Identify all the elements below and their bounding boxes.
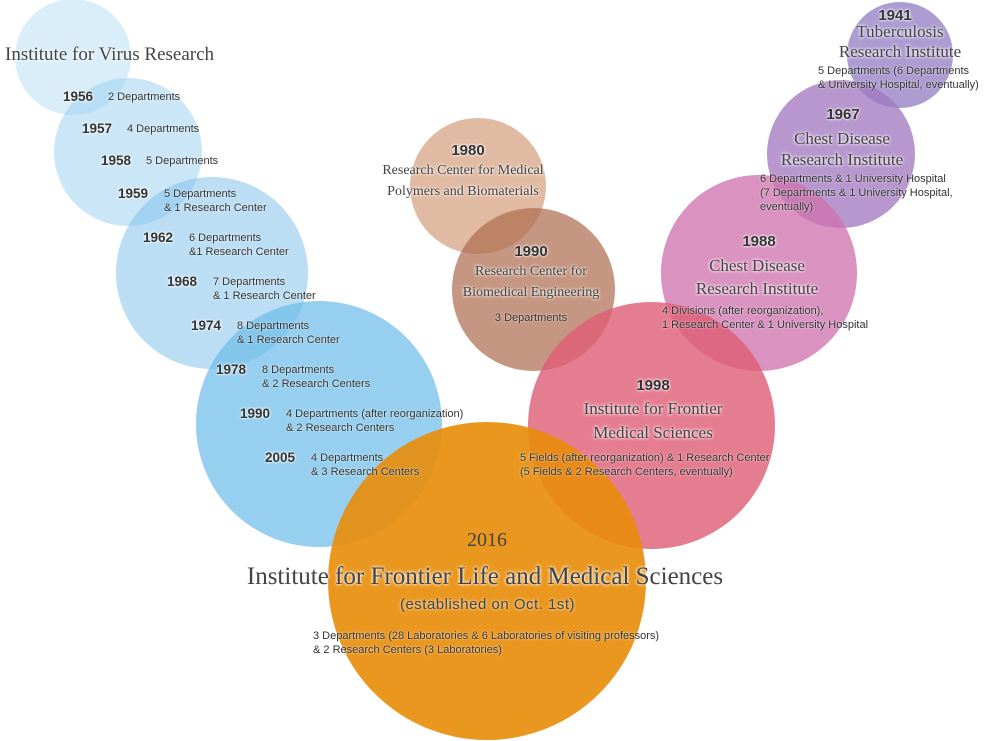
virus-desc: 4 Departments (127, 123, 200, 135)
polymer-year: 1980 (451, 142, 485, 159)
chest67-desc-line2: (7 Departments & 1 University Hospital, (760, 187, 953, 199)
chest88-desc-line1: 4 Divisions (after reorganization), (662, 305, 824, 317)
chest67-name-line1: Chest Disease (794, 129, 890, 148)
virus-year: 1958 (101, 153, 132, 168)
virus-desc: 5 Departments (146, 155, 219, 167)
frontier-desc-line1: 5 Fields (after reorganization) & 1 Rese… (520, 452, 770, 464)
virus-desc: &1 Research Center (189, 246, 289, 258)
virus-desc: 5 Departments (164, 188, 237, 200)
tb-name-line2: Research Institute (838, 42, 962, 61)
frontier-year: 1998 (636, 377, 670, 394)
virus-year: 1959 (118, 186, 149, 201)
chest67-desc-line3: eventually) (760, 201, 814, 213)
polymer-name-line1: Research Center for Medical (382, 163, 544, 178)
biomed-desc: 3 Departments (494, 312, 568, 324)
virus-desc: 8 Departments (237, 320, 310, 332)
tb-name-line1: Tuberculosis (856, 22, 944, 41)
virus-desc: 7 Departments (213, 276, 286, 288)
ifl-year: 2016 (467, 529, 507, 551)
polymer-name-line2: Polymers and Biomaterials (387, 184, 539, 199)
chest67-year: 1967 (826, 106, 860, 123)
virus-year: 1957 (82, 121, 113, 136)
ifl-title: Institute for Frontier Life and Medical … (246, 563, 724, 590)
virus-year: 1990 (240, 406, 271, 421)
tb-desc-line1: 5 Departments (6 Departments (818, 65, 970, 77)
virus-desc: 8 Departments (262, 364, 335, 376)
frontier-name-line2: Medical Sciences (593, 423, 713, 442)
ifl-desc-line2: & 2 Research Centers (3 Laboratories) (313, 644, 502, 656)
virus-year: 1956 (63, 89, 94, 104)
chest88-year: 1988 (742, 233, 776, 250)
virus-desc: 2 Departments (108, 91, 181, 103)
virus-year: 1978 (216, 362, 247, 377)
virus-desc: & 1 Research Center (237, 334, 340, 346)
virus-desc: & 2 Research Centers (286, 422, 395, 434)
virus-title: Institute for Virus Research (5, 44, 215, 65)
tb-desc-line2: & University Hospital, eventually) (818, 79, 979, 91)
ifl-established: (established on Oct. 1st) (399, 596, 576, 613)
biomed-year: 1990 (514, 243, 548, 260)
virus-desc: 6 Departments (189, 232, 262, 244)
chest88-name-line1: Chest Disease (709, 256, 805, 275)
virus-desc: & 1 Research Center (213, 290, 316, 302)
chest88-name-line2: Research Institute (695, 279, 819, 298)
biomed-name-line2: Biomedical Engineering (462, 285, 600, 300)
virus-desc: & 3 Research Centers (311, 466, 420, 478)
chest88-desc-line2: 1 Research Center & 1 University Hospita… (662, 319, 869, 331)
tb-year: 1941 (878, 7, 912, 24)
circle-ifl (328, 422, 646, 740)
virus-year: 1968 (167, 274, 198, 289)
virus-year: 1974 (191, 318, 222, 333)
frontier-desc-line2: (5 Fields & 2 Research Centers, eventual… (520, 466, 733, 478)
frontier-name-line1: Institute for Frontier (583, 399, 723, 418)
chest67-name-line2: Research Institute (780, 150, 904, 169)
virus-year: 2005 (265, 450, 296, 465)
virus-year: 1962 (143, 230, 174, 245)
biomed-name-line1: Research Center for (475, 264, 587, 279)
virus-desc: 4 Departments (311, 452, 384, 464)
virus-desc: & 1 Research Center (164, 202, 267, 214)
virus-desc: 4 Departments (after reorganization) (286, 408, 464, 420)
virus-desc: & 2 Research Centers (262, 378, 371, 390)
ifl-desc-line1: 3 Departments (28 Laboratories & 6 Labor… (313, 630, 660, 642)
chest67-desc-line1: 6 Departments & 1 University Hospital (760, 173, 946, 185)
